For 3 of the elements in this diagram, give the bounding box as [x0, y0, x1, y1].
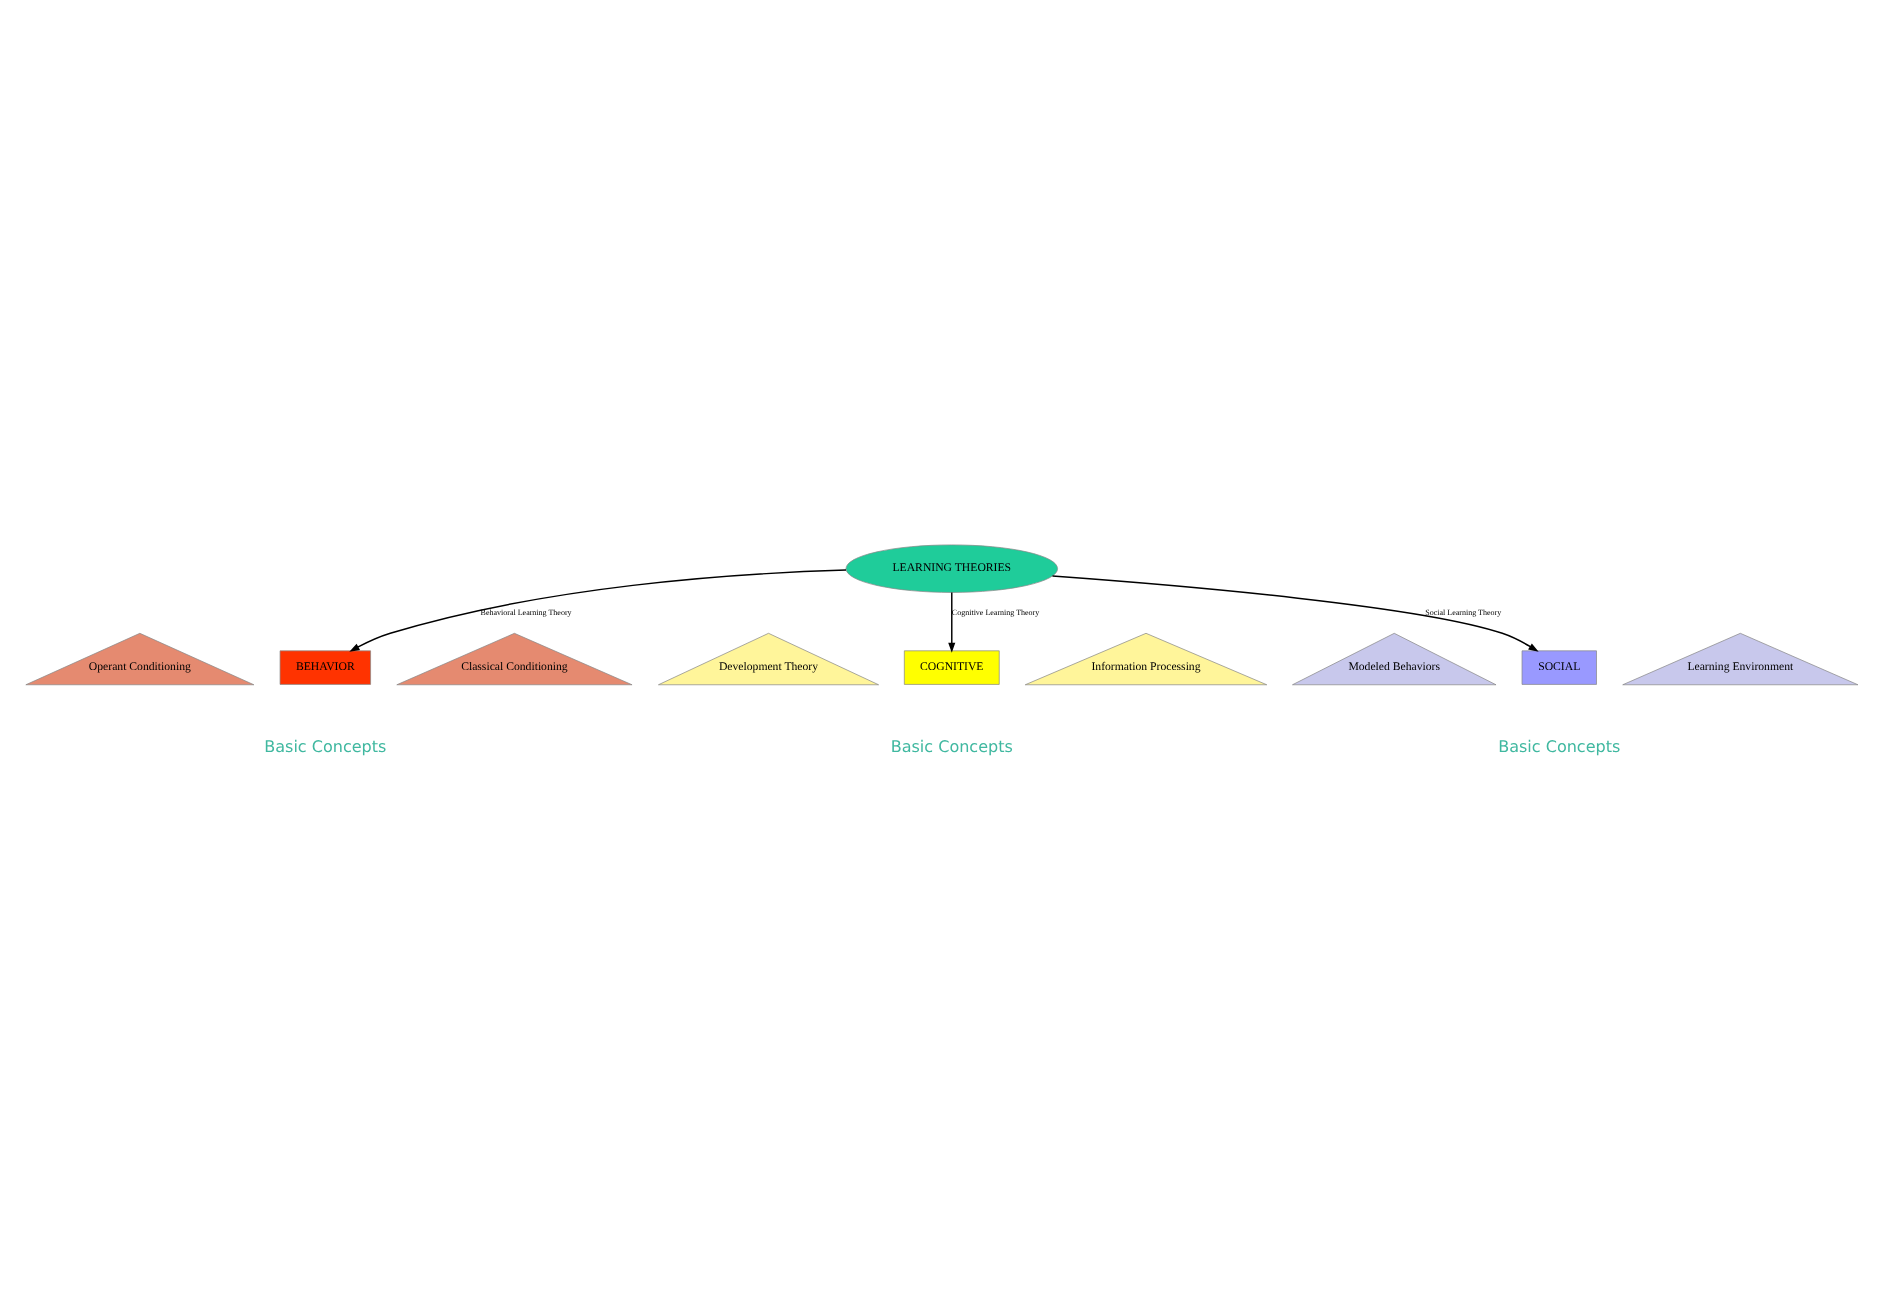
- arrow: [948, 590, 956, 652]
- arrow: [349, 568, 847, 651]
- arrow: [1051, 574, 1539, 651]
